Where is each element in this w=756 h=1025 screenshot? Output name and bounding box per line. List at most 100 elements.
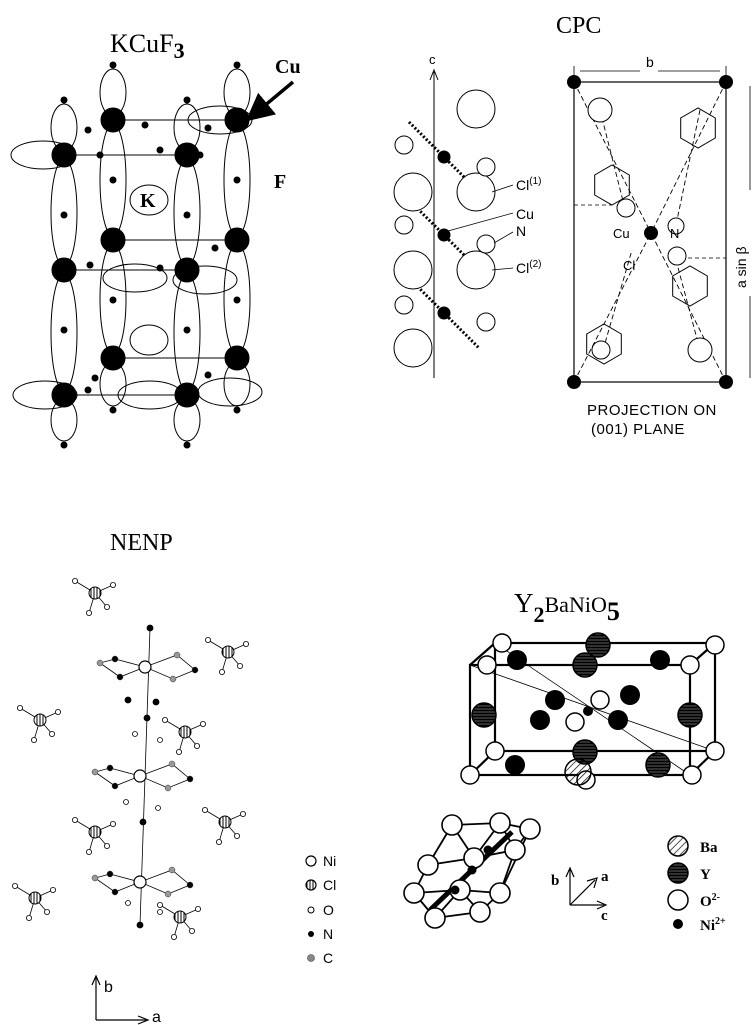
cl-atom [456,250,496,290]
n-atom [116,673,124,681]
cpc-proj-cl: Cl [623,258,635,273]
o-atom [193,743,200,750]
o-atom [218,669,225,676]
o-atom [489,882,511,904]
cu-atom [174,142,200,168]
cpc-proj-b: b [646,54,654,70]
n-atom [143,714,151,722]
cpc-chain-axis-c: c [429,52,436,67]
y-atom [471,702,497,728]
o-atom [175,749,182,756]
cell-edge [469,642,496,666]
o-atom [199,721,206,728]
cl-atom [393,250,433,290]
cpc-proj-a-sin-beta: a sin β [733,246,749,288]
f-atom [183,211,191,219]
o-atom [441,814,463,836]
o-atom [86,610,93,617]
o-atom [449,879,471,901]
y-atom [645,752,671,778]
f-atom [156,264,164,272]
o-atom [50,887,57,894]
dx2-orbital-lobe [102,263,168,293]
dashed-bond [573,232,652,383]
legend-ba-label: Ba [700,840,718,856]
cl-atom [456,172,496,212]
o-atom [125,900,131,906]
cpc-proj-n: N [670,226,679,241]
f-atom [233,406,241,414]
y-atom [620,685,640,705]
n-atom [111,782,119,790]
nenp-legend: Ni Cl O N C [305,853,336,966]
dashed-bond [675,109,701,226]
o-atom [11,883,18,890]
cu-atom [100,227,126,253]
legend-ni-symbol [673,919,683,929]
c-atom [168,866,176,874]
ni-atom [467,865,477,875]
f-atom [109,176,117,184]
legend-c-symbol [307,954,315,962]
o-atom [49,731,56,738]
f-atom [84,126,92,134]
y-atom [608,710,628,730]
y-axis-c: c [601,908,608,924]
n-atom [106,870,114,878]
o-atom [504,839,526,861]
pyridine-ring [680,107,716,149]
cpc-proj-cu: Cu [613,226,630,241]
y-atom [505,755,525,775]
c-atom [164,890,172,898]
o-atom [30,737,37,744]
kcuf3-lattice [10,61,263,449]
n-atom [139,818,147,826]
y-atom [530,710,550,730]
n-atom [476,234,496,254]
c-atom [96,659,104,667]
label-leader [447,212,514,232]
c-axis-arrowhead [429,68,439,81]
o-atom [86,849,93,856]
f-atom [60,96,68,104]
n-atom [394,295,414,315]
ni-atom [583,706,593,716]
o-atom [170,934,177,941]
c-atom [168,760,176,768]
f-atom [91,374,99,382]
n-atom [394,215,414,235]
nenp-axis-b: b [104,979,113,996]
f-atom [60,326,68,334]
cl-atom [178,725,192,739]
projection-cell [573,81,727,383]
f-atom [109,406,117,414]
o-atom [110,821,117,828]
o-atom [132,731,138,737]
cpc-chain [393,68,514,378]
n-atom [146,624,154,632]
y-atom [677,702,703,728]
o-atom [489,812,511,834]
o-atom [565,712,585,732]
dx2-orbital-lobe [197,377,263,407]
o-atom [460,765,480,785]
o-atom [44,909,51,916]
kcuf3-panel: KCuF3 Cu K F [10,29,301,449]
o-atom [72,578,79,585]
legend-ni-symbol [305,855,317,867]
o-atom [519,818,541,840]
y2banio5-panel: Y2BaNiO5 b a c Ba Y O2- Ni2+ [403,588,726,934]
c-atom [91,874,99,882]
o-atom [55,709,62,716]
o-atom [236,663,243,670]
f-atom [96,151,104,159]
o-atom [155,805,161,811]
cu-atom [174,382,200,408]
pyridine-ring [586,323,622,365]
legend-ni-label: Ni [323,853,336,869]
o-atom [110,582,117,589]
legend-cl-label: Cl [323,877,336,893]
nenp-panel: NENP Ni Cl O N C b a [11,530,336,1025]
legend-n-label: N [323,926,333,942]
